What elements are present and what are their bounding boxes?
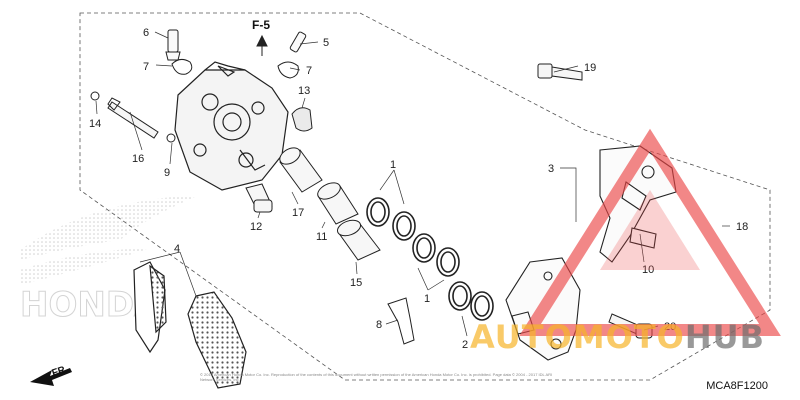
watermark-text-part2: MOTO [572,318,685,356]
callout-4: 4 [174,243,180,255]
watermark-text-part1: AUTO [470,318,573,356]
callout-19: 19 [584,62,596,74]
rubber-cap [291,107,313,132]
callout-9: 9 [164,167,170,179]
callout-2: 2 [462,339,468,351]
callout-5: 5 [323,37,329,49]
caliper-bracket [599,145,677,263]
pin-bolt [245,183,273,213]
callout-7-left: 7 [143,61,149,73]
front-arrow [30,368,72,386]
section-reference: F-5 [252,18,270,32]
watermark-logo [519,128,781,336]
piston-set [279,147,381,261]
callout-8: 8 [376,319,382,331]
brake-pads [133,261,247,389]
assembly-outline [79,12,771,381]
bleed-screw [165,29,307,61]
pad-spring [387,297,415,345]
callout-3: 3 [548,163,554,175]
callout-16: 16 [132,153,144,165]
callout-14: 14 [89,118,101,130]
section-arrow [256,34,268,56]
callout-13: 13 [298,85,310,97]
callout-10: 10 [642,264,654,276]
callout-17: 17 [292,207,304,219]
mounting-bolt-upper [537,63,583,81]
callout-1-upper: 1 [390,159,396,171]
caliper-body [174,61,289,191]
watermark-text-part3: HUB [684,318,766,356]
callout-12: 12 [250,221,262,233]
copyright-notice: © 2010 American Honda Motor Co. Inc. Rep… [200,372,553,382]
honda-wing-logo: HONDA [20,195,200,326]
watermark-brand-text: AUTOMOTOHUB [470,318,800,358]
caliper-pin [90,91,176,143]
piston-seals [366,197,494,321]
callout-15: 15 [350,277,362,289]
callout-18: 18 [736,221,748,233]
callout-7-right: 7 [306,65,312,77]
callout-11: 11 [316,231,327,243]
clip-part [171,58,299,79]
callout-1-lower: 1 [424,293,430,305]
callout-6: 6 [143,27,149,39]
diagram-reference-code: MCA8F1200 [706,380,768,392]
